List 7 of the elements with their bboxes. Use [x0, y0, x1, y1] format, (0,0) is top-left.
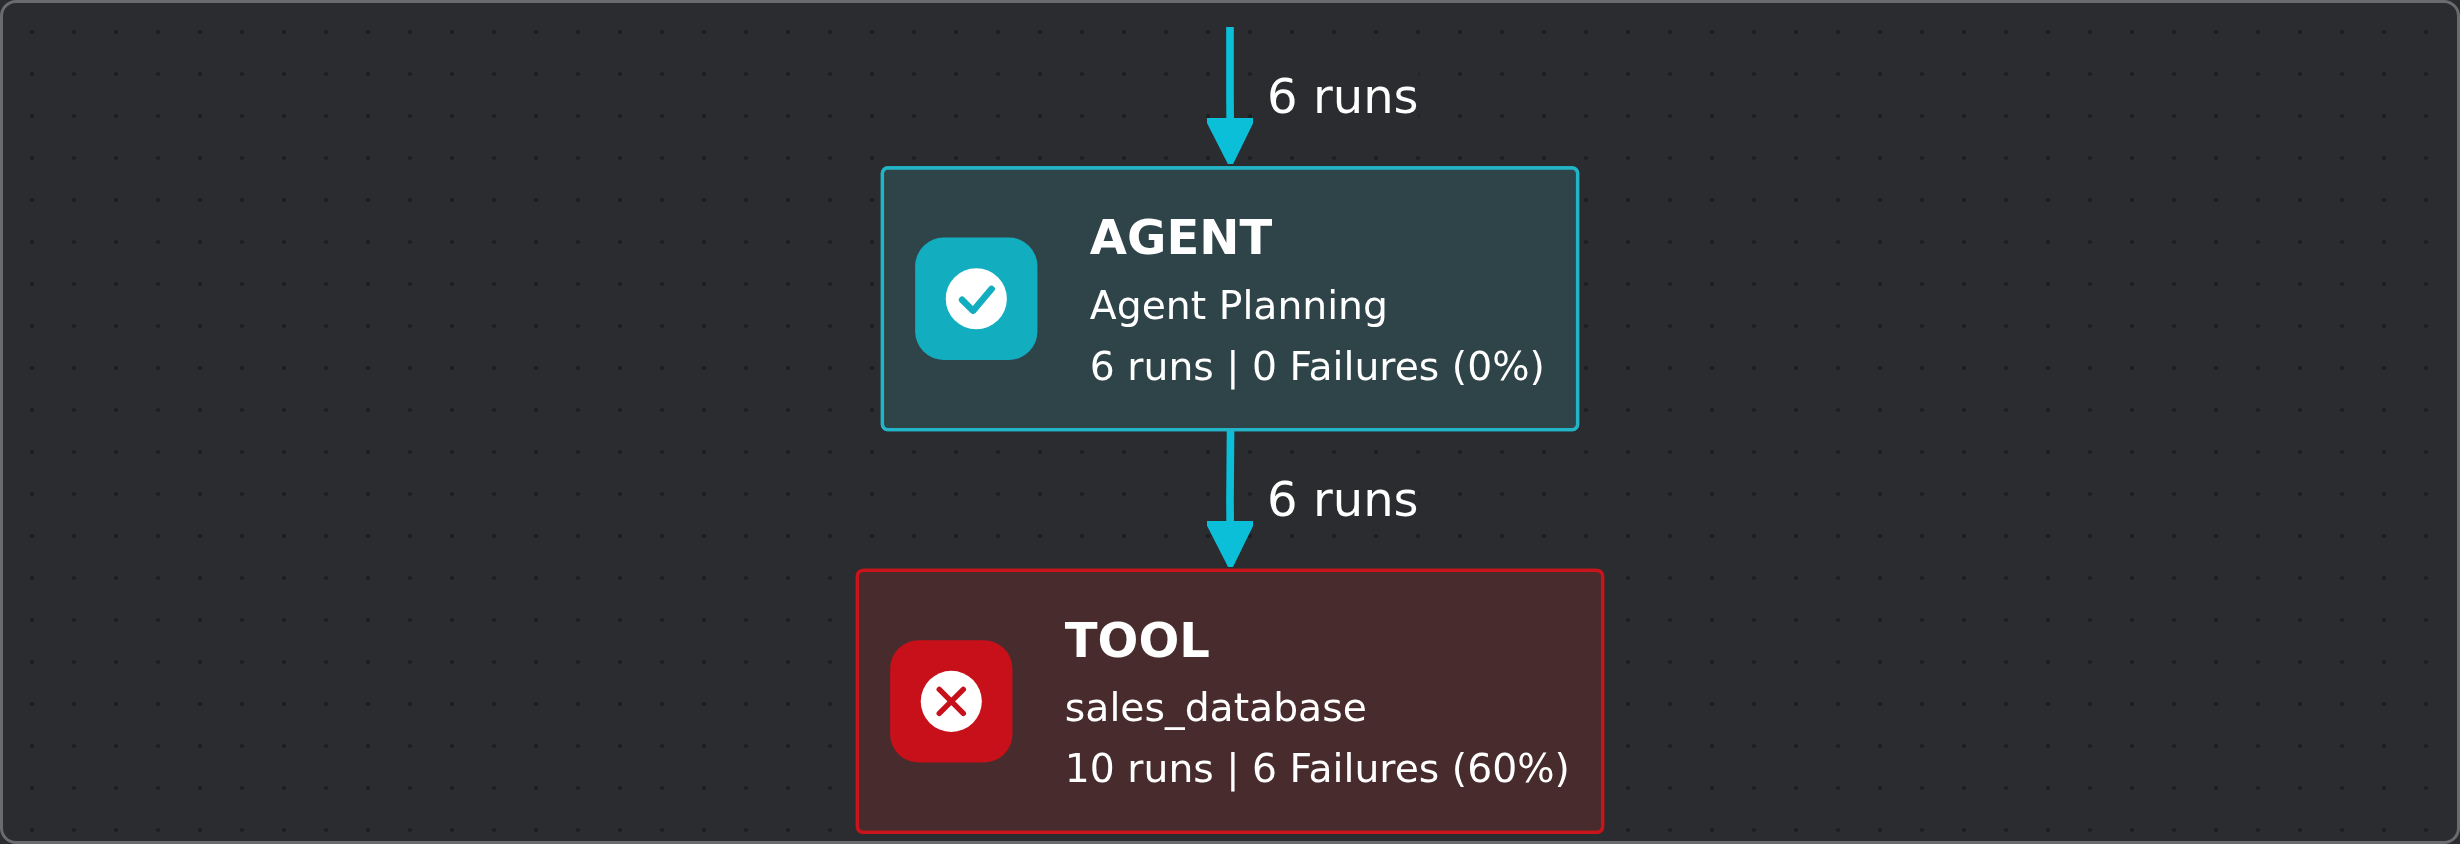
arrow — [1204, 430, 1256, 570]
run-stats: 10 runs | 6 Failures (60%) — [1064, 746, 1570, 791]
node-title: AGENT — [1089, 209, 1273, 265]
node-title: TOOL — [1064, 611, 1210, 668]
node-subtitle: sales_database — [1064, 685, 1367, 731]
node-subtitle: Agent Planning — [1089, 282, 1388, 328]
run-stats: 6 runs | 0 Failures (0%) — [1089, 343, 1545, 389]
